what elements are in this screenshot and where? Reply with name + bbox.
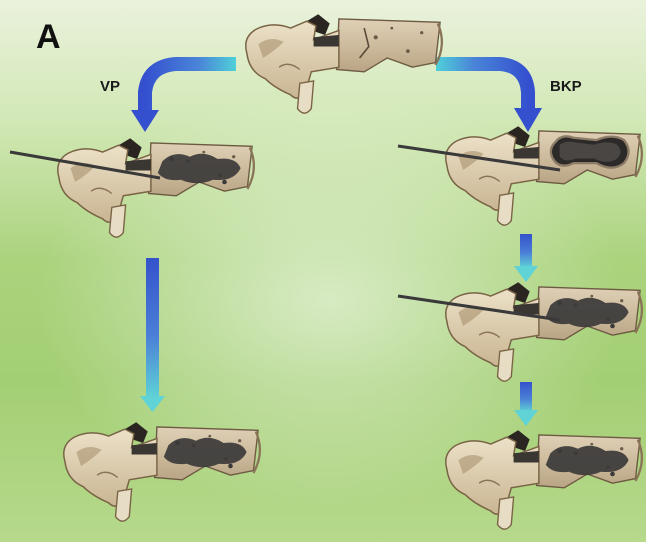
vertebra-bkp-cement xyxy=(446,282,642,381)
arrow-bkp-down-2 xyxy=(514,382,538,426)
arrow-vp-down xyxy=(140,258,165,412)
vertebra-bkp-balloon xyxy=(446,126,642,225)
arrow-to-vp xyxy=(131,64,236,132)
vertebra-fractured xyxy=(246,14,442,113)
vertebra-vp-final xyxy=(64,422,260,521)
arrow-bkp-down-1 xyxy=(514,234,538,282)
arrow-to-bkp xyxy=(436,64,542,132)
vertebra-bkp-final xyxy=(446,430,642,529)
vertebra-vp-needle xyxy=(58,138,254,237)
